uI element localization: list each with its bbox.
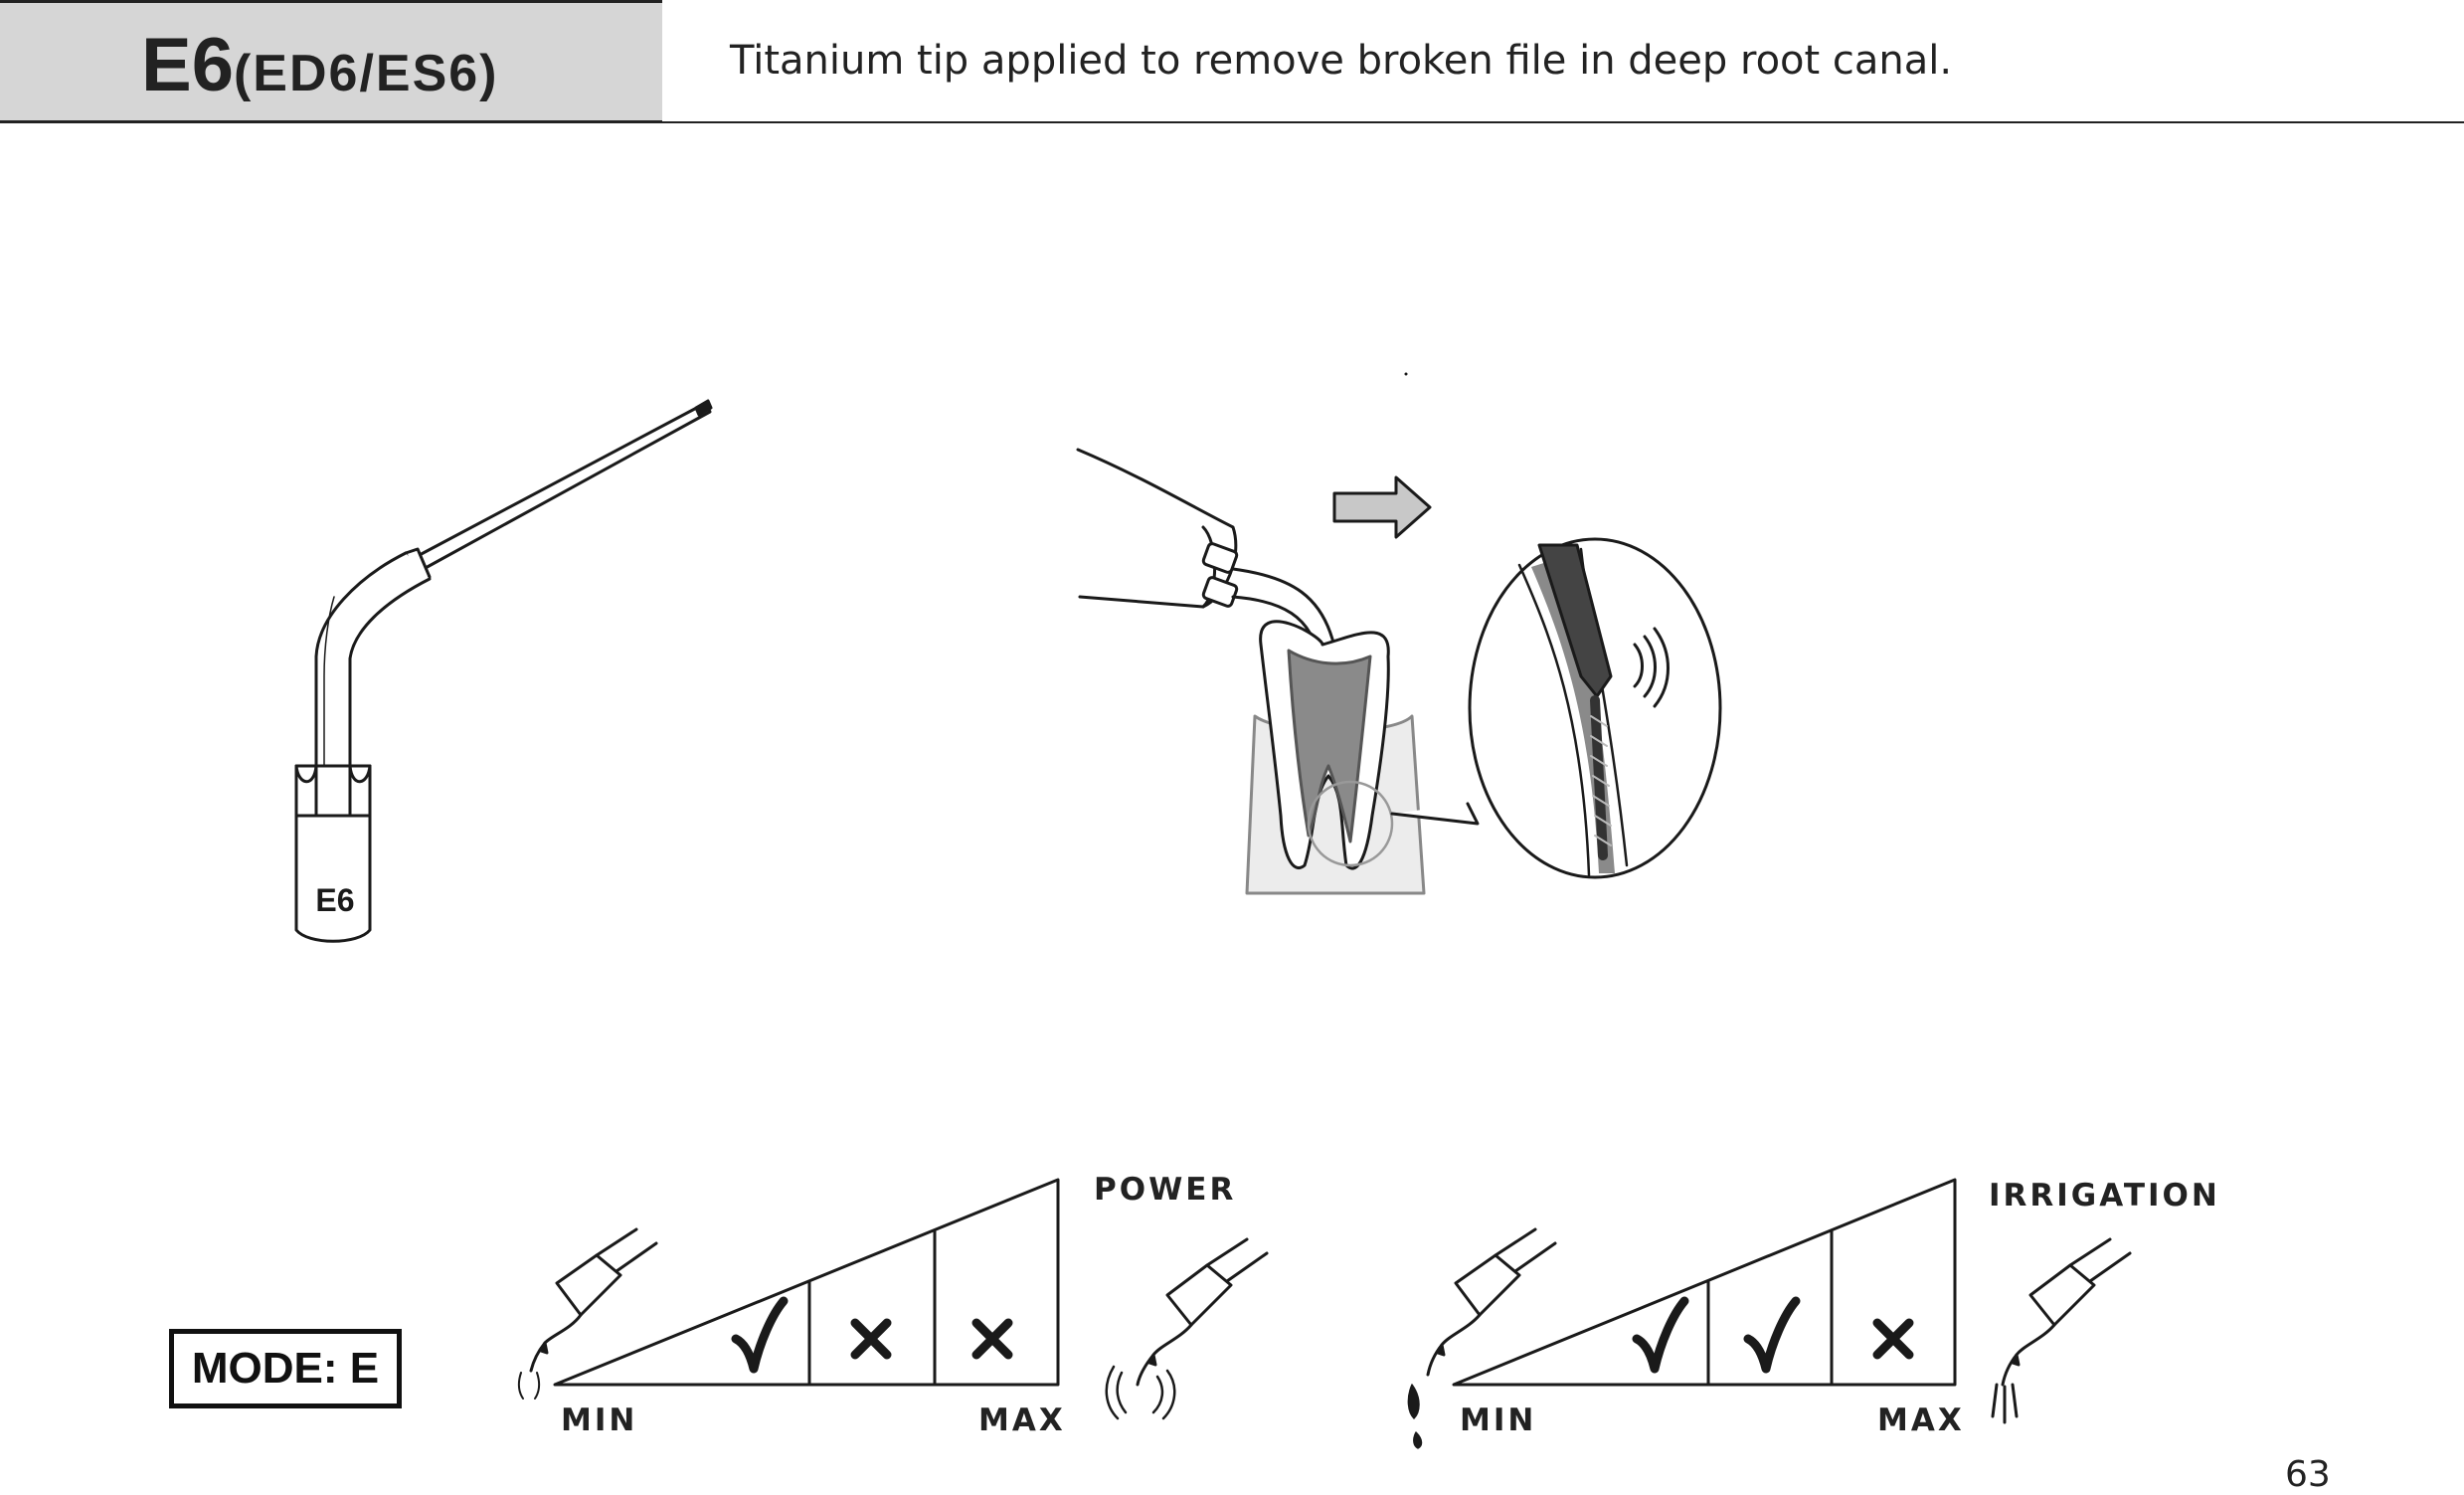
header-rule: [662, 121, 2464, 123]
irrigation-level-marks: [1632, 1296, 1914, 1374]
power-scale-diagram: [553, 1178, 1060, 1387]
magnified-view-illustration: [1468, 537, 1722, 879]
irrigation-level-2-check-icon: [1743, 1296, 1801, 1374]
tip-label: E6: [315, 882, 354, 918]
direction-arrow-icon: [1332, 475, 1432, 539]
handpiece-min-irrigation-icon: [1407, 1227, 1557, 1449]
header-title-band: [0, 0, 662, 123]
mode-badge: MODE: E: [169, 1329, 402, 1408]
power-min-label: MIN: [561, 1402, 638, 1438]
irrigation-level-1-check-icon: [1632, 1296, 1689, 1374]
model-variants: (ED6/ES6): [233, 45, 499, 102]
irrigation-scale-diagram: [1452, 1178, 1957, 1387]
model-code: E6: [141, 23, 234, 107]
power-level-marks: [731, 1296, 1013, 1374]
tip-description: Titanium tip applied to remove broken fi…: [730, 38, 1953, 84]
irrigation-min-label: MIN: [1460, 1402, 1537, 1438]
model-title: E6(ED6/ES6): [141, 22, 499, 108]
handpiece-max-irrigation-icon: [1991, 1237, 2132, 1424]
irrigation-title: IRRIGATION: [1989, 1178, 2220, 1214]
irrigation-max-label: MAX: [1877, 1402, 1965, 1438]
page-number: 63: [2285, 1454, 2331, 1495]
power-level-3-cross-icon: [971, 1318, 1013, 1360]
power-level-1-check-icon: [731, 1296, 789, 1374]
endo-tip-illustration: [294, 399, 713, 943]
power-max-label: MAX: [978, 1402, 1066, 1438]
mode-label: MODE: E: [191, 1344, 380, 1393]
irrigation-level-3-cross-icon: [1872, 1318, 1914, 1360]
power-title: POWER: [1094, 1172, 1237, 1208]
handpiece-max-power-icon: [1105, 1237, 1269, 1420]
power-level-2-cross-icon: [850, 1318, 892, 1360]
zoom-pointer: [1390, 802, 1480, 826]
tooth-illustration: [1245, 620, 1426, 895]
handpiece-min-power-icon: [517, 1227, 658, 1400]
